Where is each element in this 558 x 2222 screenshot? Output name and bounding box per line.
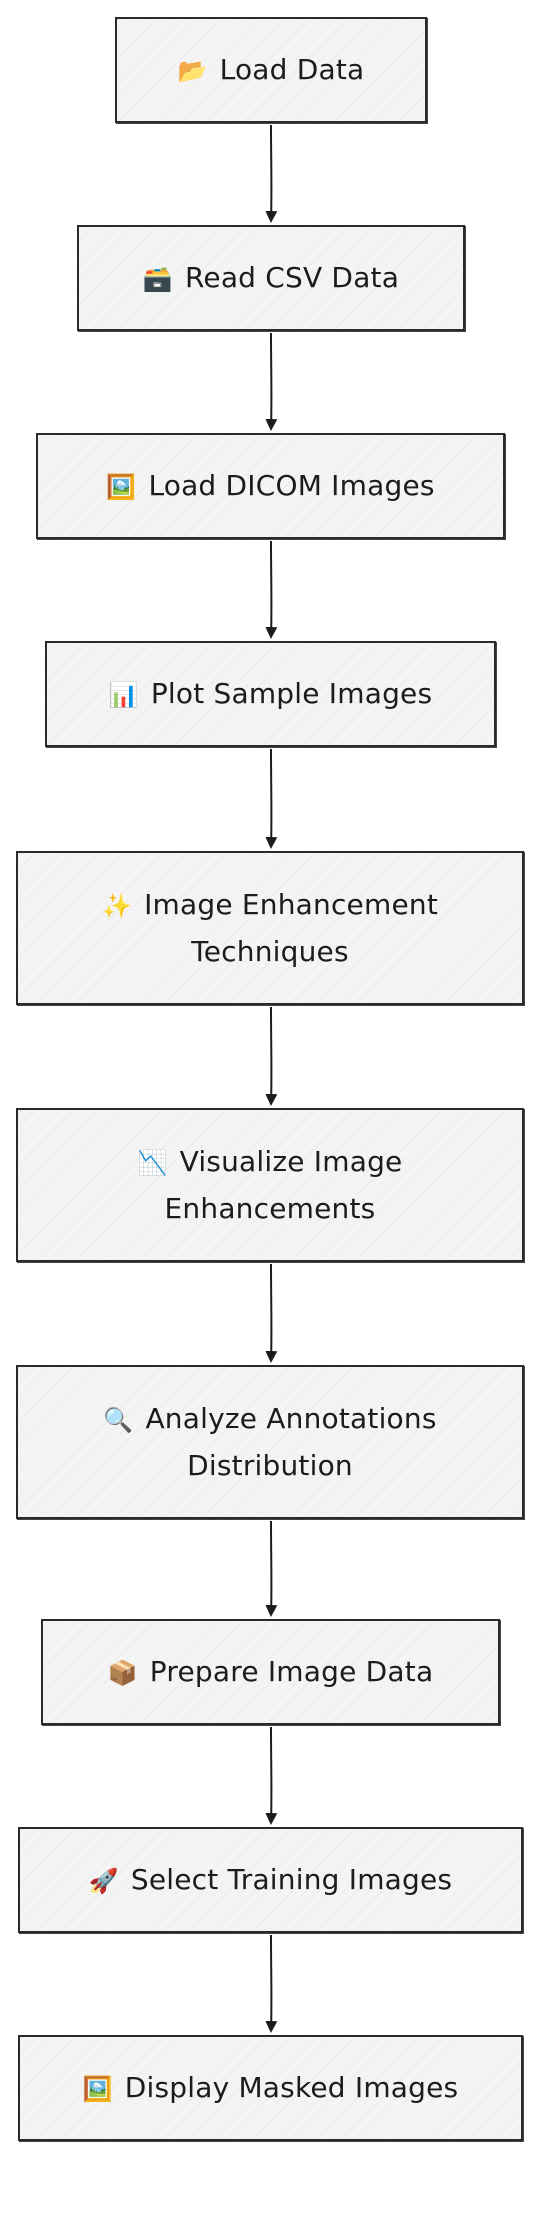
node-plot-samples: 📊 Plot Sample Images [45,641,496,747]
node-load-data: 📂 Load Data [115,17,427,123]
node-select-training: 🚀 Select Training Images [18,1827,523,1933]
node-label-enhancement: Image Enhancement Techniques [144,887,439,968]
node-visualize: 📉Visualize Image Enhancements [16,1108,524,1262]
framed-picture-icon: 🖼️ [106,472,137,501]
node-label-select-training: Select Training Images [130,1862,453,1896]
node-label-display-masked: Display Masked Images [124,2070,459,2104]
node-prepare: 📦 Prepare Image Data [41,1619,500,1725]
sparkles-icon: ✨ [101,891,133,920]
folder-icon: 📂 [177,56,208,85]
package-icon: 📦 [107,1658,138,1687]
node-label-visualize: Visualize Image Enhancements [164,1144,403,1225]
chart-decreasing-icon: 📉 [137,1148,168,1177]
node-label-annotations: Analyze Annotations Distribution [145,1401,437,1482]
node-enhancement: ✨ Image Enhancement Techniques [16,851,524,1005]
bar-chart-icon: 📊 [108,680,139,709]
node-load-dicom: 🖼️ Load DICOM Images [36,433,505,539]
magnifier-icon: 🔍 [103,1405,134,1434]
card-file-box-icon: 🗃️ [142,264,173,293]
rocket-icon: 🚀 [88,1866,119,1895]
node-label-load-dicom: Load DICOM Images [148,468,435,502]
node-label-read-csv: Read CSV Data [185,260,400,294]
framed-picture-icon: 🖼️ [82,2074,113,2103]
node-label-load-data: Load Data [219,52,365,86]
node-label-plot-samples: Plot Sample Images [150,676,433,710]
node-read-csv: 🗃️ Read CSV Data [77,225,465,331]
node-annotations: 🔍 Analyze Annotations Distribution [16,1365,524,1519]
node-display-masked: 🖼️ Display Masked Images [18,2035,523,2141]
node-label-prepare: Prepare Image Data [149,1654,434,1688]
